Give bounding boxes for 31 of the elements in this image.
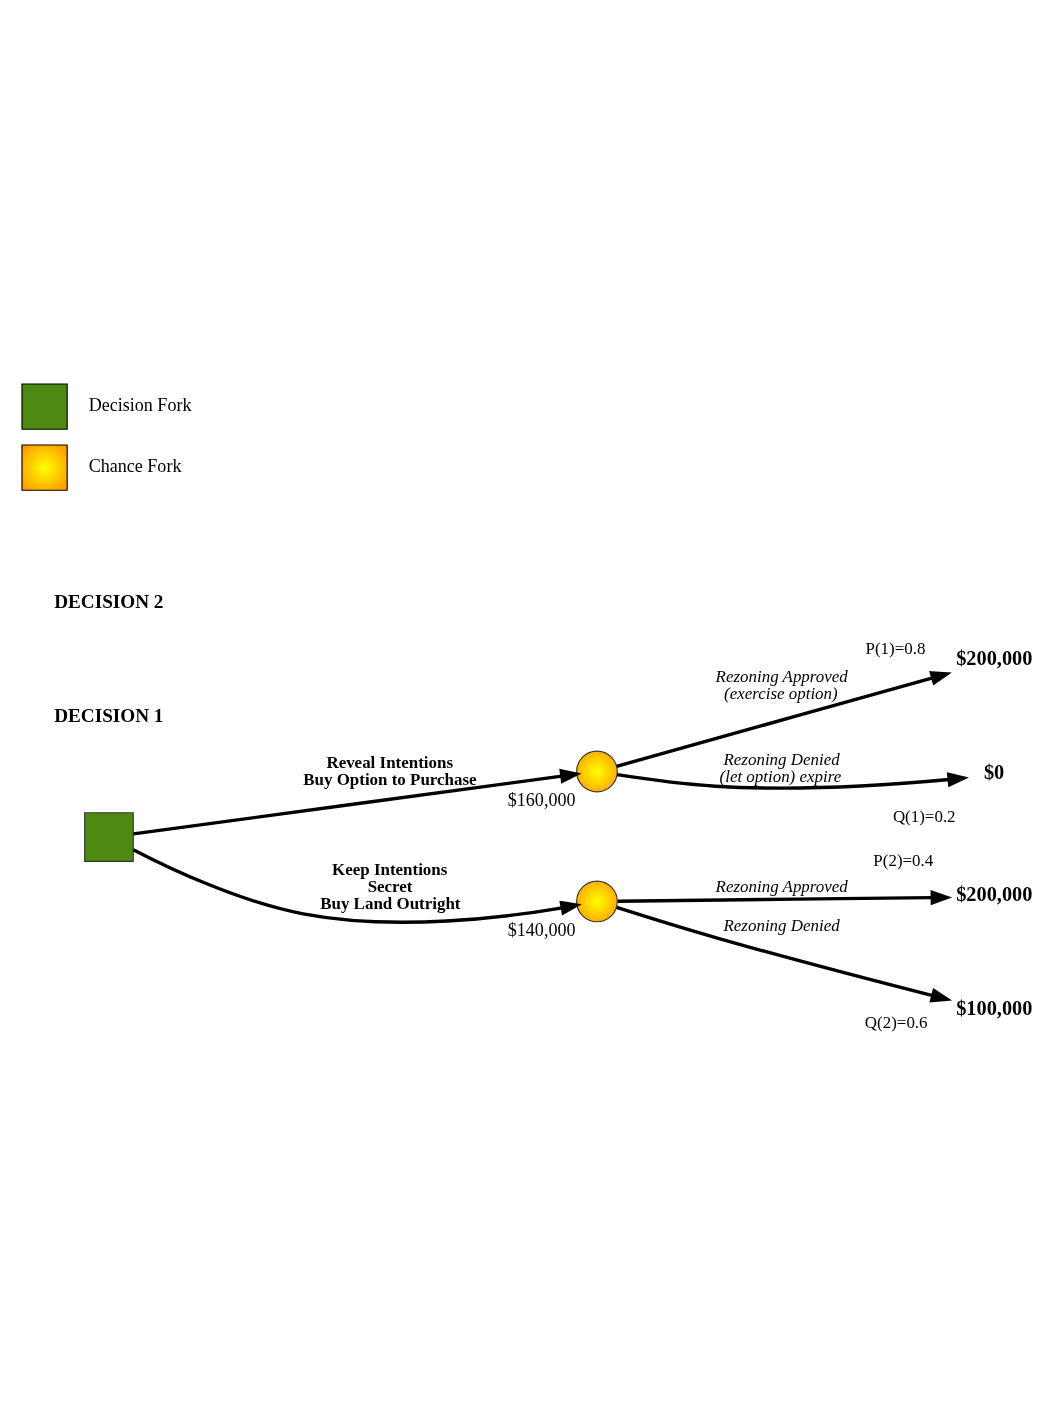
arrow xyxy=(616,771,969,790)
legend-label: Decision Fork xyxy=(88,394,192,415)
node-text: $100,000 xyxy=(956,996,1033,1019)
node-label: $140,000 xyxy=(507,919,576,940)
edge-label: Rezoning Denied (let option) expire xyxy=(719,749,842,786)
node-circle xyxy=(576,880,618,922)
label: Buy Option to Purchase xyxy=(303,769,477,789)
legend-label: Chance Fork xyxy=(88,455,182,476)
label: Buy Land Outright xyxy=(320,893,461,913)
node-text: $200,000 xyxy=(956,882,1033,905)
arrow xyxy=(616,670,952,768)
edge-label: Keep Intentions Secret xyxy=(332,859,448,896)
label: Q(2)=0.6 xyxy=(864,1012,928,1032)
arrow xyxy=(616,905,953,1003)
label: DECISION 2 xyxy=(54,590,164,612)
node-text: $200,000 xyxy=(956,646,1033,669)
arrow xyxy=(132,847,582,924)
edge-label: Rezoning Denied xyxy=(723,915,840,935)
label: P(2)=0.4 xyxy=(873,850,934,870)
node-text: $0 xyxy=(983,760,1005,783)
label: P(1)=0.8 xyxy=(865,638,926,658)
edge-label: Rezoning Approved xyxy=(715,876,848,896)
arrow xyxy=(617,889,953,905)
node-circle xyxy=(576,750,618,792)
arrow xyxy=(133,768,582,836)
label: DECISION 1 xyxy=(54,704,164,726)
node-box xyxy=(84,811,134,862)
edge-label: Reveal Intentions xyxy=(326,752,453,772)
node-label: $160,000 xyxy=(507,789,576,810)
edge-label: Rezoning Approved (exercise option) xyxy=(715,666,848,703)
label: Q(1)=0.2 xyxy=(892,806,956,826)
